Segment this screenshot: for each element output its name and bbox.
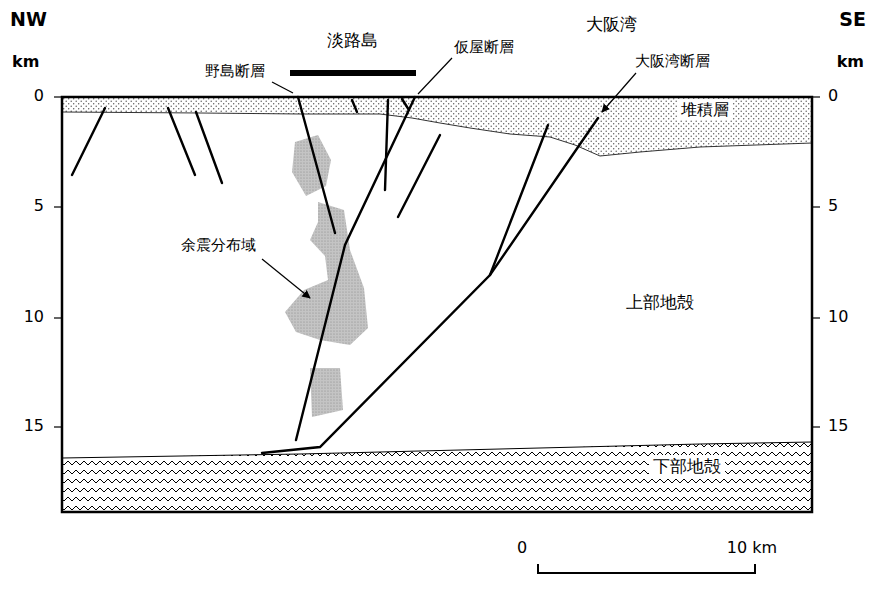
label-text: 5	[828, 196, 838, 215]
label-text: NW	[10, 8, 47, 31]
fault-lines	[72, 97, 598, 453]
label-text: 上部地殻	[626, 292, 694, 312]
label-text: km	[12, 52, 39, 71]
label-text: 仮屋断層	[454, 38, 514, 56]
label-text: 15	[828, 416, 848, 435]
label-text: 10	[24, 307, 44, 326]
label-text: 0	[517, 538, 527, 557]
label-text: 10	[828, 307, 848, 326]
label-text: 堆積層	[677, 99, 733, 120]
label-text: 野島断層	[205, 62, 265, 80]
label-text: 0	[828, 86, 838, 105]
island-bar	[290, 70, 416, 76]
label-text: 大阪湾	[586, 14, 637, 34]
label-text: 下部地殻	[649, 455, 725, 477]
section-frame	[62, 97, 812, 512]
aftershock-zone	[285, 135, 368, 417]
label-text: 5	[34, 196, 44, 215]
label-text: 15	[24, 416, 44, 435]
leader-lines	[262, 58, 636, 298]
label-text: 0	[34, 86, 44, 105]
label-text: 余震分布域	[181, 236, 256, 254]
lower-crust	[62, 442, 812, 512]
label-text: 淡路島	[327, 30, 378, 50]
label-text: 10 km	[727, 538, 777, 557]
label-text: 大阪湾断層	[635, 52, 710, 70]
axis-ticks	[54, 97, 820, 427]
scale-bar	[538, 564, 755, 573]
label-text: km	[837, 52, 864, 71]
label-text: SE	[839, 8, 866, 31]
